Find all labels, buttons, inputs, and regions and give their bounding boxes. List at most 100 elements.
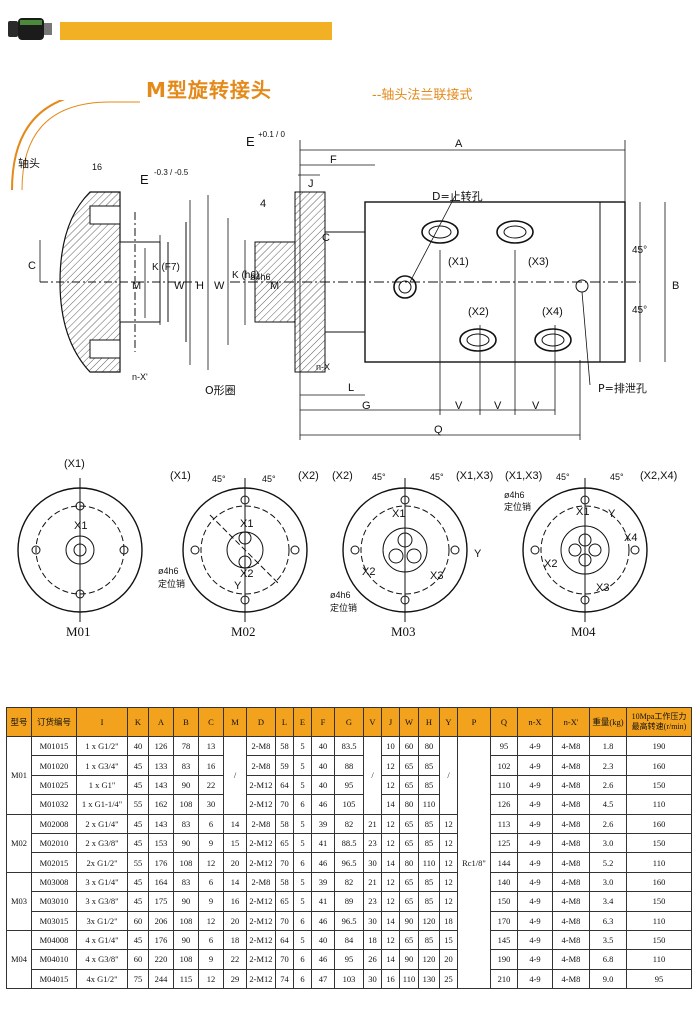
table-cell: 4-9 xyxy=(517,968,553,990)
table-cell: 90 xyxy=(173,774,199,796)
dim-m-head: M xyxy=(132,280,142,292)
spec-table: 型号 订货编号 I K A B C M D L E F G V J W H Y … xyxy=(6,707,692,990)
table-cell: 120 xyxy=(418,910,440,931)
table-cell: 90 xyxy=(173,891,199,912)
table-cell: M01015 xyxy=(31,735,77,757)
table-cell: 64 xyxy=(275,774,294,796)
table-cell: 4-9 xyxy=(517,949,553,970)
col-header: C xyxy=(198,707,224,737)
m01-port-label: (X1) xyxy=(64,458,85,470)
table-cell: 45 xyxy=(127,929,149,951)
table-cell: 45 xyxy=(127,774,149,796)
table-cell: 12 xyxy=(198,910,224,931)
table-cell: 30 xyxy=(363,968,382,990)
table-cell: 78 xyxy=(173,735,199,757)
table-cell: 70 xyxy=(275,852,294,873)
table-cell-model: M02 xyxy=(6,813,32,873)
table-cell: 64 xyxy=(275,929,294,951)
table-cell: 2.3 xyxy=(589,755,627,776)
page-title: M型旋转接头 xyxy=(146,78,272,102)
table-cell: 153 xyxy=(148,832,174,854)
end-view-m01 xyxy=(17,478,143,622)
model-label-m01: M01 xyxy=(66,624,91,639)
dim-c-side: C xyxy=(322,232,330,244)
m02-angle-2: 45° xyxy=(262,474,276,484)
table-cell: 60 xyxy=(399,735,419,757)
table-cell: 110 xyxy=(626,949,692,970)
table-cell: 6.3 xyxy=(589,910,627,931)
table-cell: 85 xyxy=(418,832,440,854)
table-cell: 83.5 xyxy=(334,735,364,757)
table-cell: M03015 xyxy=(31,910,77,931)
table-cell: 4-M8 xyxy=(552,735,590,757)
table-cell: 40 xyxy=(311,755,335,776)
table-cell: 12 xyxy=(439,852,458,873)
table-cell: 2-M12 xyxy=(246,774,276,796)
m03-angle-2: 45° xyxy=(430,472,444,482)
table-cell: 45 xyxy=(127,813,149,834)
table-cell: 95 xyxy=(334,949,364,970)
m04-inner-y: Y xyxy=(608,508,616,520)
label-e-side-tol: -0.3 / -0.5 xyxy=(154,168,189,177)
table-cell: 14 xyxy=(223,813,247,834)
table-cell: 1 x G3/4" xyxy=(76,755,128,776)
m02-inner-y: Y xyxy=(234,580,242,592)
m03-angle-1: 45° xyxy=(372,472,386,482)
table-cell: 58 xyxy=(275,735,294,757)
table-cell: 3.0 xyxy=(589,832,627,854)
table-cell: 190 xyxy=(626,735,692,757)
table-cell: 4x G1/2" xyxy=(76,968,128,990)
table-cell: / xyxy=(363,736,382,815)
table-cell: 70 xyxy=(275,794,294,815)
table-cell: 16 xyxy=(198,755,224,776)
table-cell: 14 xyxy=(381,949,400,970)
m04-label-x1x3: (X1,X3) xyxy=(505,470,543,482)
table-cell: 4-9 xyxy=(517,774,553,796)
m02-inner-x2: X2 xyxy=(240,568,254,580)
table-cell: 85 xyxy=(418,774,440,796)
table-cell: 65 xyxy=(399,929,419,951)
dim-v3: V xyxy=(532,400,540,412)
table-cell: 65 xyxy=(399,871,419,893)
table-cell: 3.0 xyxy=(589,871,627,893)
table-cell: 150 xyxy=(626,774,692,796)
label-o-ring: O形圈 xyxy=(205,384,236,397)
table-cell: 3 x G3/8" xyxy=(76,891,128,912)
table-cell: 13 xyxy=(198,735,224,757)
port-x4: (X4) xyxy=(542,306,563,318)
table-cell: / xyxy=(223,736,247,815)
table-cell: 150 xyxy=(626,832,692,854)
table-cell: 65 xyxy=(399,755,419,776)
port-x1: (X1) xyxy=(448,256,469,268)
table-cell: 2-M12 xyxy=(246,968,276,990)
table-cell: 12 xyxy=(381,813,400,834)
table-cell: 45 xyxy=(127,832,149,854)
table-cell: 110 xyxy=(418,794,440,815)
table-cell: 12 xyxy=(381,871,400,893)
table-cell: 2-M12 xyxy=(246,949,276,970)
table-cell: 3.4 xyxy=(589,891,627,912)
table-cell: 164 xyxy=(148,871,174,893)
table-cell: 58 xyxy=(275,871,294,893)
table-cell: 65 xyxy=(399,813,419,834)
table-cell: 3x G1/2" xyxy=(76,910,128,931)
col-header: V xyxy=(363,707,382,737)
m03-inner-y: Y xyxy=(474,548,482,560)
col-header: E xyxy=(293,707,312,737)
technical-drawing xyxy=(11,100,666,622)
table-cell: 40 xyxy=(127,735,149,757)
end-view-m04 xyxy=(522,478,648,622)
table-cell: 12 xyxy=(439,871,458,893)
table-cell: 9 xyxy=(198,832,224,854)
m04-pin-label: 定位销 xyxy=(504,502,532,512)
table-cell: 3 x G1/4" xyxy=(76,871,128,893)
table-cell: 65 xyxy=(399,891,419,912)
table-cell: 40 xyxy=(311,735,335,757)
m03-inner-x3: X3 xyxy=(430,570,444,582)
table-cell: 23 xyxy=(363,832,382,854)
table-cell: 4-M8 xyxy=(552,755,590,776)
